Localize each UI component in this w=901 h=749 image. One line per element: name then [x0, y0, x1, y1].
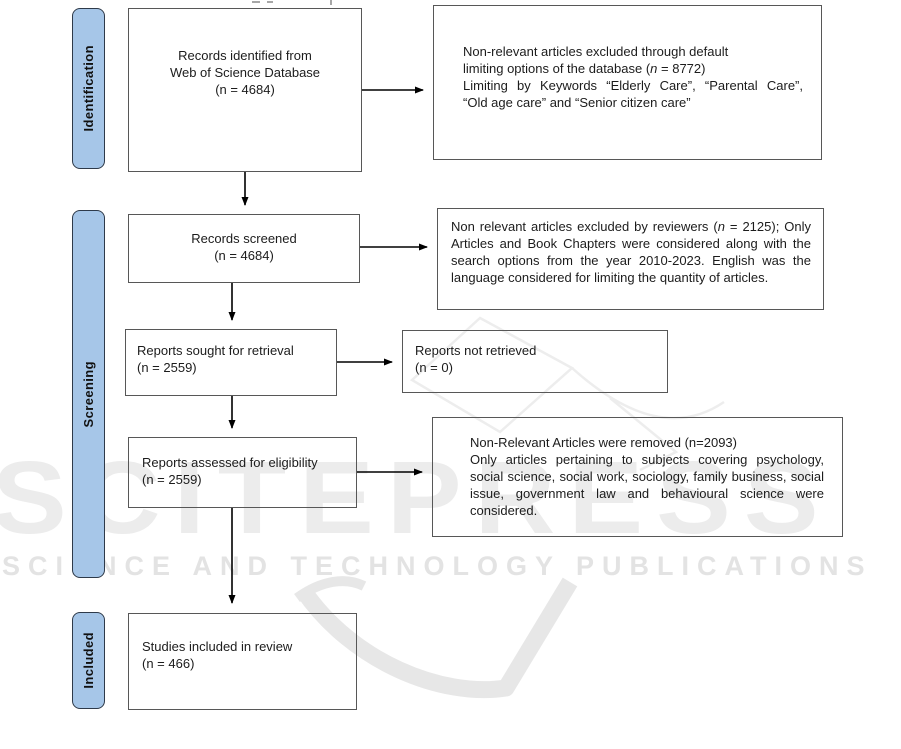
box-records-screened: Records screened (n = 4684) [128, 214, 360, 283]
watermark-diamond-shape [409, 316, 575, 434]
watermark-book-swoosh [295, 577, 578, 699]
box-reports-sought-count: (n = 2559) [137, 360, 197, 375]
stage-bar-screening: Screening [72, 210, 105, 578]
watermark-swoosh-outline [571, 367, 725, 420]
exclusion3-paragraph: Only articles pertaining to subjects cov… [470, 452, 824, 518]
box-reports-not-retrieved-count: (n = 0) [415, 360, 453, 375]
box-reports-assessed-count: (n = 2559) [142, 472, 202, 487]
box-records-identified-line2: Web of Science Database [169, 65, 321, 80]
watermark-tagline: SCIENCE AND TECHNOLOGY PUBLICATIONS [2, 551, 873, 581]
exclusion1-line2: limiting options of the database (n = 87… [463, 61, 706, 76]
exclusion2-n: n [717, 219, 725, 234]
box-reports-sought-line1: Reports sought for retrieval [137, 343, 294, 358]
stage-label-included: Included [81, 632, 96, 689]
watermark-book-curl [294, 576, 367, 603]
box-records-identified: Records identified from Web of Science D… [128, 8, 362, 172]
exclusion2-text-post: = 2125); Only Articles and Book Chapters… [451, 219, 811, 285]
box-records-screened-line1: Records screened [191, 231, 297, 246]
stage-label-screening: Screening [81, 360, 96, 428]
exclusion1-line3: Limiting by Keywords “Elderly Care”, “Pa… [463, 78, 803, 93]
box-reports-not-retrieved: Reports not retrieved (n = 0) [402, 330, 668, 393]
box-reports-sought: Reports sought for retrieval (n = 2559) [125, 329, 337, 396]
box-studies-included: Studies included in review (n = 466) [128, 613, 357, 710]
exclusion2-text-pre: Non relevant articles excluded by review… [451, 219, 718, 234]
box-records-screened-count: (n = 4684) [214, 248, 274, 263]
stage-bar-identification: Identification [72, 8, 105, 169]
exclusion3-line1: Non-Relevant Articles were removed (n=20… [470, 435, 737, 450]
watermark-line-shape [609, 397, 679, 472]
exclusion1-line1: Non-relevant articles excluded through d… [463, 44, 729, 59]
clipped-text-fragment [252, 0, 332, 5]
box-exclusion-identification: Non-relevant articles excluded through d… [433, 5, 822, 160]
box-reports-assessed: Reports assessed for eligibility (n = 25… [128, 437, 357, 508]
box-exclusion-screening: Non relevant articles excluded by review… [437, 208, 824, 310]
stage-label-identification: Identification [81, 45, 96, 132]
exclusion1-line4: “Old age care” and “Senior citizen care” [463, 95, 691, 110]
box-exclusion-eligibility: Non-Relevant Articles were removed (n=20… [432, 417, 843, 537]
box-studies-included-line1: Studies included in review [142, 639, 293, 654]
box-records-identified-line1: Records identified from [178, 48, 312, 63]
box-reports-not-retrieved-line1: Reports not retrieved [415, 343, 537, 358]
watermark-wordmark: SCITEPRESS [0, 439, 832, 555]
box-records-identified-count: (n = 4684) [215, 82, 275, 97]
box-reports-assessed-line1: Reports assessed for eligibility [142, 455, 318, 470]
box-studies-included-count: (n = 466) [142, 656, 195, 671]
stage-bar-included: Included [72, 612, 105, 709]
